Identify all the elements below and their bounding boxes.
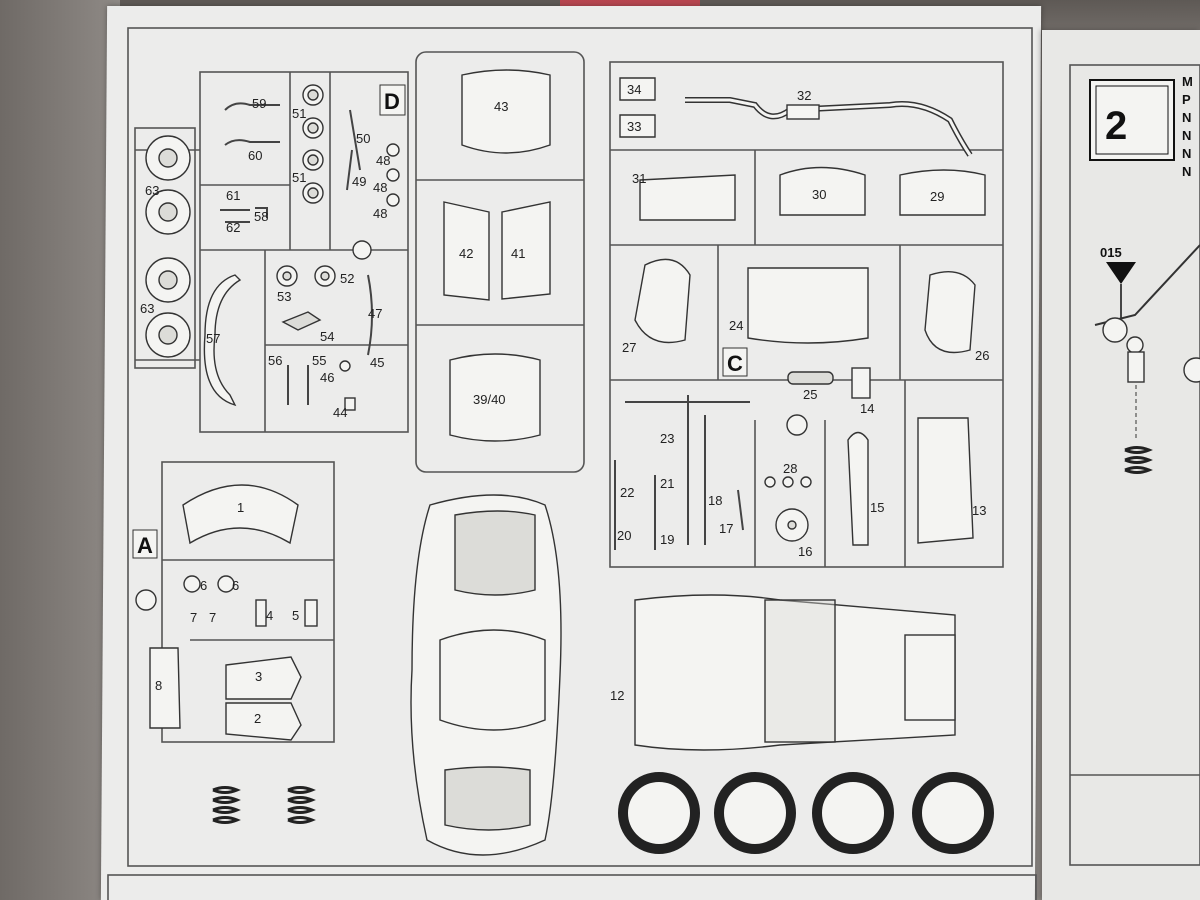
part-label: 32 xyxy=(797,88,811,103)
side-letter: P xyxy=(1182,92,1191,107)
instruction-sheet-next-page xyxy=(1042,30,1200,900)
part-label: 27 xyxy=(622,340,636,355)
part-label: 13 xyxy=(972,503,986,518)
part-label: 29 xyxy=(930,189,944,204)
arrow-down-icon xyxy=(1106,262,1136,284)
part-label: 1 xyxy=(237,500,244,515)
part-label: 57 xyxy=(206,331,220,346)
part-label: 7 xyxy=(190,610,197,625)
part-label: 48 xyxy=(373,206,387,221)
sprue-a-letter: A xyxy=(137,533,153,558)
part-label: 59 xyxy=(252,96,266,111)
table-edge xyxy=(0,0,120,900)
side-letter: N xyxy=(1182,128,1191,143)
car-body xyxy=(410,494,562,856)
side-letter: M xyxy=(1182,74,1193,89)
part-code: 015 xyxy=(1100,245,1122,260)
part-label: 52 xyxy=(340,271,354,286)
sprue-c: C 34 33 32 31 30 29 27 24 26 25 14 xyxy=(609,61,1004,568)
part-label: 55 xyxy=(312,353,326,368)
part-label: 18 xyxy=(708,493,722,508)
spring-icon xyxy=(287,786,316,824)
part-label: 44 xyxy=(333,405,347,420)
part-label: 50 xyxy=(356,131,370,146)
part-label: 24 xyxy=(729,318,743,333)
part-label: 22 xyxy=(620,485,634,500)
part-label: 43 xyxy=(494,99,508,114)
part-label: 7 xyxy=(209,610,216,625)
part-label: 48 xyxy=(376,153,390,168)
part-label: 2 xyxy=(254,711,261,726)
chassis: 12 xyxy=(610,594,956,751)
part-label: 8 xyxy=(155,678,162,693)
part-label: 49 xyxy=(352,174,366,189)
part-label: 15 xyxy=(870,500,884,515)
sprue-center: 43 42 41 39/40 xyxy=(415,51,585,473)
part-label: 48 xyxy=(373,180,387,195)
part-label: 61 xyxy=(226,188,240,203)
part-label: 58 xyxy=(254,209,268,224)
part-label: 46 xyxy=(320,370,334,385)
part-label: 6 xyxy=(200,578,207,593)
part-label: 45 xyxy=(370,355,384,370)
sprue-a: A 1 6 6 7 7 4 5 8 3 2 xyxy=(132,461,335,824)
side-letter: N xyxy=(1182,164,1191,179)
sprue-d-letter: D xyxy=(384,89,400,114)
spring-icon xyxy=(212,786,241,824)
part-label: 53 xyxy=(277,289,291,304)
part-label: 62 xyxy=(226,220,240,235)
part-label: 60 xyxy=(248,148,262,163)
part-label: 21 xyxy=(660,476,674,491)
part-label: 12 xyxy=(610,688,624,703)
part-label: 33 xyxy=(627,119,641,134)
part-label: 4 xyxy=(266,608,273,623)
part-label: 34 xyxy=(627,82,641,97)
part-label: 41 xyxy=(511,246,525,261)
part-label: 51 xyxy=(292,106,306,121)
page-border xyxy=(127,27,1033,867)
side-letter: N xyxy=(1182,146,1191,161)
part-label: 28 xyxy=(783,461,797,476)
part-label: 42 xyxy=(459,246,473,261)
part-label: 16 xyxy=(798,544,812,559)
part-label: 39/40 xyxy=(473,392,506,407)
part-label: 25 xyxy=(803,387,817,402)
part-label: 63 xyxy=(140,301,154,316)
next-box-border xyxy=(107,874,1037,900)
part-label: 56 xyxy=(268,353,282,368)
part-label: 51 xyxy=(292,170,306,185)
part-label: 54 xyxy=(320,329,334,344)
step-panel: 2 M P N N N N 015 xyxy=(1069,64,1200,866)
part-label: 31 xyxy=(632,171,646,186)
step-number: 2 xyxy=(1105,104,1127,148)
spring-icon xyxy=(1124,446,1153,474)
sprue-c-letter: C xyxy=(727,351,743,376)
part-label: 17 xyxy=(719,521,733,536)
sprue-d: D 59 60 51 51 50 49 48 48 48 61 62 58 63 xyxy=(134,71,409,433)
part-label: 14 xyxy=(860,401,874,416)
part-label: 6 xyxy=(232,578,239,593)
part-label: 63 xyxy=(145,183,159,198)
side-letter: N xyxy=(1182,110,1191,125)
part-label: 23 xyxy=(660,431,674,446)
tires xyxy=(618,772,994,854)
part-label: 19 xyxy=(660,532,674,547)
part-label: 20 xyxy=(617,528,631,543)
part-label: 30 xyxy=(812,187,826,202)
part-label: 3 xyxy=(255,669,262,684)
part-label: 5 xyxy=(292,608,299,623)
part-label: 47 xyxy=(368,306,382,321)
part-label: 26 xyxy=(975,348,989,363)
